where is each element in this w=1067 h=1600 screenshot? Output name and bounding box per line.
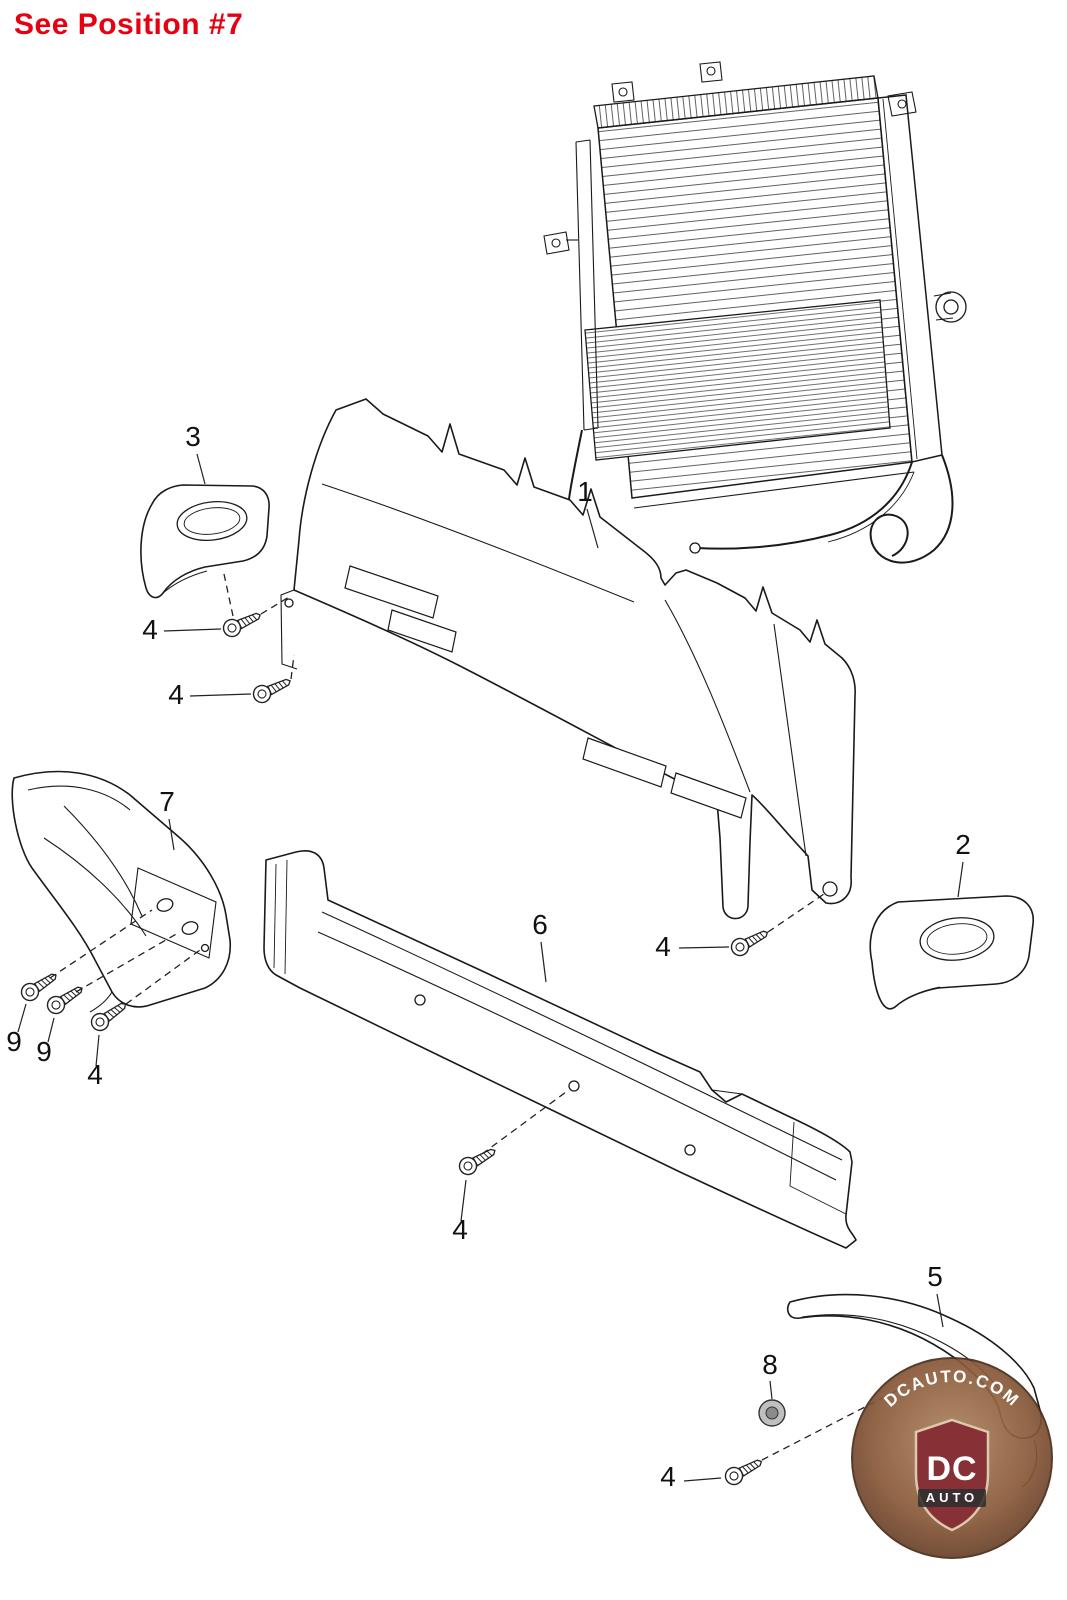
screw-icon	[455, 1142, 500, 1179]
callout-part4-label: 4	[87, 1059, 103, 1090]
part-1-air-guide	[280, 398, 856, 920]
watermark-auto-text: AUTO	[926, 1490, 979, 1505]
callout-part4-label: 4	[660, 1461, 676, 1492]
callout-part3-label: 3	[185, 421, 201, 452]
screw-icon	[727, 924, 773, 960]
screw-icon	[250, 672, 295, 706]
callout-part4-label: 4	[142, 614, 158, 645]
see-position-link[interactable]: See Position #7	[14, 8, 244, 41]
callout-part9-label: 9	[6, 1026, 22, 1057]
callout-part1-label: 1	[577, 476, 593, 507]
part-6-air-duct	[263, 850, 857, 1249]
screw-icon	[220, 606, 265, 640]
watermark-auto-band	[918, 1489, 986, 1507]
callout-part4-label: 4	[452, 1214, 468, 1245]
watermark-dc-text: DC	[926, 1450, 977, 1488]
radiator-assembly	[543, 61, 967, 569]
leader-lines	[17, 453, 964, 1482]
screw-icon	[721, 1453, 767, 1489]
part-8-grommet	[758, 1399, 786, 1427]
part-2-cover	[869, 895, 1034, 1010]
callout-part4-label: 4	[655, 931, 671, 962]
screw-icon	[43, 980, 88, 1018]
assembly-dashed-lines	[49, 573, 899, 1461]
part-3-cover	[140, 484, 270, 599]
callout-part5-label: 5	[927, 1261, 943, 1292]
callout-part9-label: 9	[36, 1036, 52, 1067]
callout-part6-label: 6	[532, 909, 548, 940]
callout-part8-label: 8	[762, 1349, 778, 1380]
dcauto-watermark: DCAUTO.COM DC AUTO	[851, 1357, 1053, 1559]
part-7-air-scoop	[11, 770, 231, 1013]
callout-part4-label: 4	[168, 679, 184, 710]
callout-part2-label: 2	[955, 829, 971, 860]
callout-part7-label: 7	[159, 786, 175, 817]
